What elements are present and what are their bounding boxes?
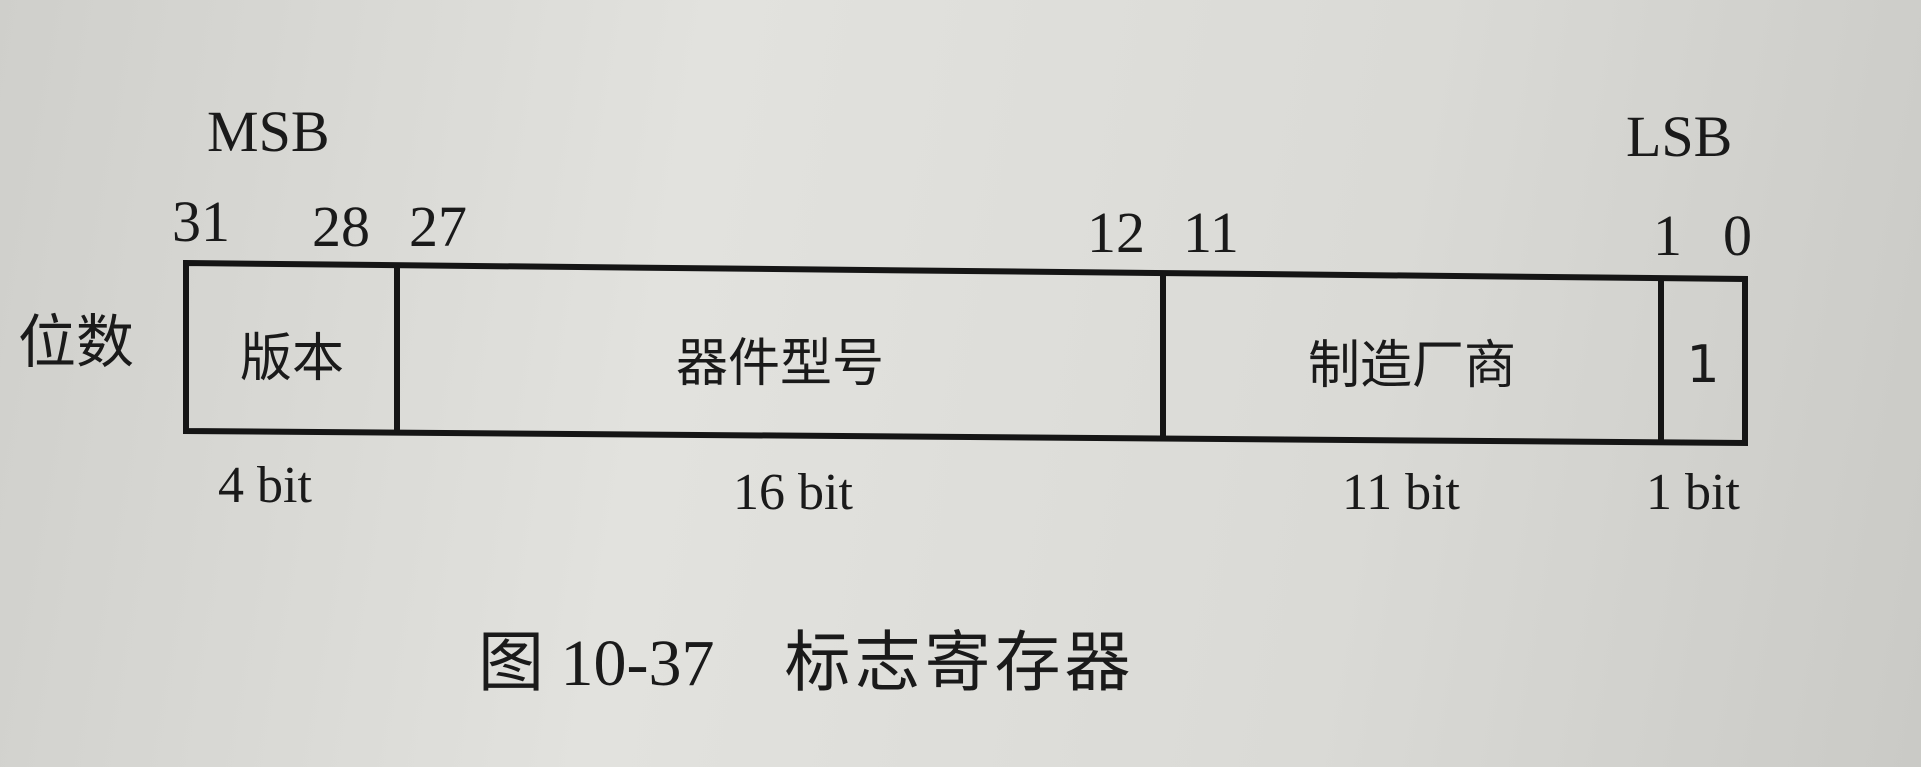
msb-label: MSB bbox=[207, 99, 330, 164]
bit-index-1: 1 bbox=[1653, 203, 1682, 268]
bit-index-31: 31 bbox=[172, 189, 230, 254]
lsb-label: LSB bbox=[1626, 104, 1733, 169]
bit-width-device-model: 16 bit bbox=[733, 464, 853, 521]
bit-index-11: 11 bbox=[1183, 200, 1239, 265]
bit-index-12: 12 bbox=[1087, 200, 1145, 265]
bit-width-fixed-one: 1 bit bbox=[1646, 464, 1740, 521]
field-device-model: 器件型号 bbox=[675, 333, 884, 394]
field-version: 版本 bbox=[239, 328, 344, 389]
bit-width-manufacturer: 11 bit bbox=[1342, 464, 1460, 521]
field-fixed-one: 1 bbox=[1686, 335, 1720, 395]
bit-index-0: 0 bbox=[1723, 203, 1752, 268]
figure-number: 图 10-37 bbox=[478, 627, 715, 700]
bit-index-27: 27 bbox=[409, 194, 467, 259]
row-label: 位数 bbox=[18, 308, 135, 376]
figure-title: 标志寄存器 bbox=[784, 624, 1135, 701]
bit-index-28: 28 bbox=[312, 194, 370, 259]
register-outline bbox=[183, 259, 1748, 447]
bit-width-version: 4 bit bbox=[218, 457, 312, 514]
field-manufacturer: 制造厂商 bbox=[1307, 335, 1516, 396]
